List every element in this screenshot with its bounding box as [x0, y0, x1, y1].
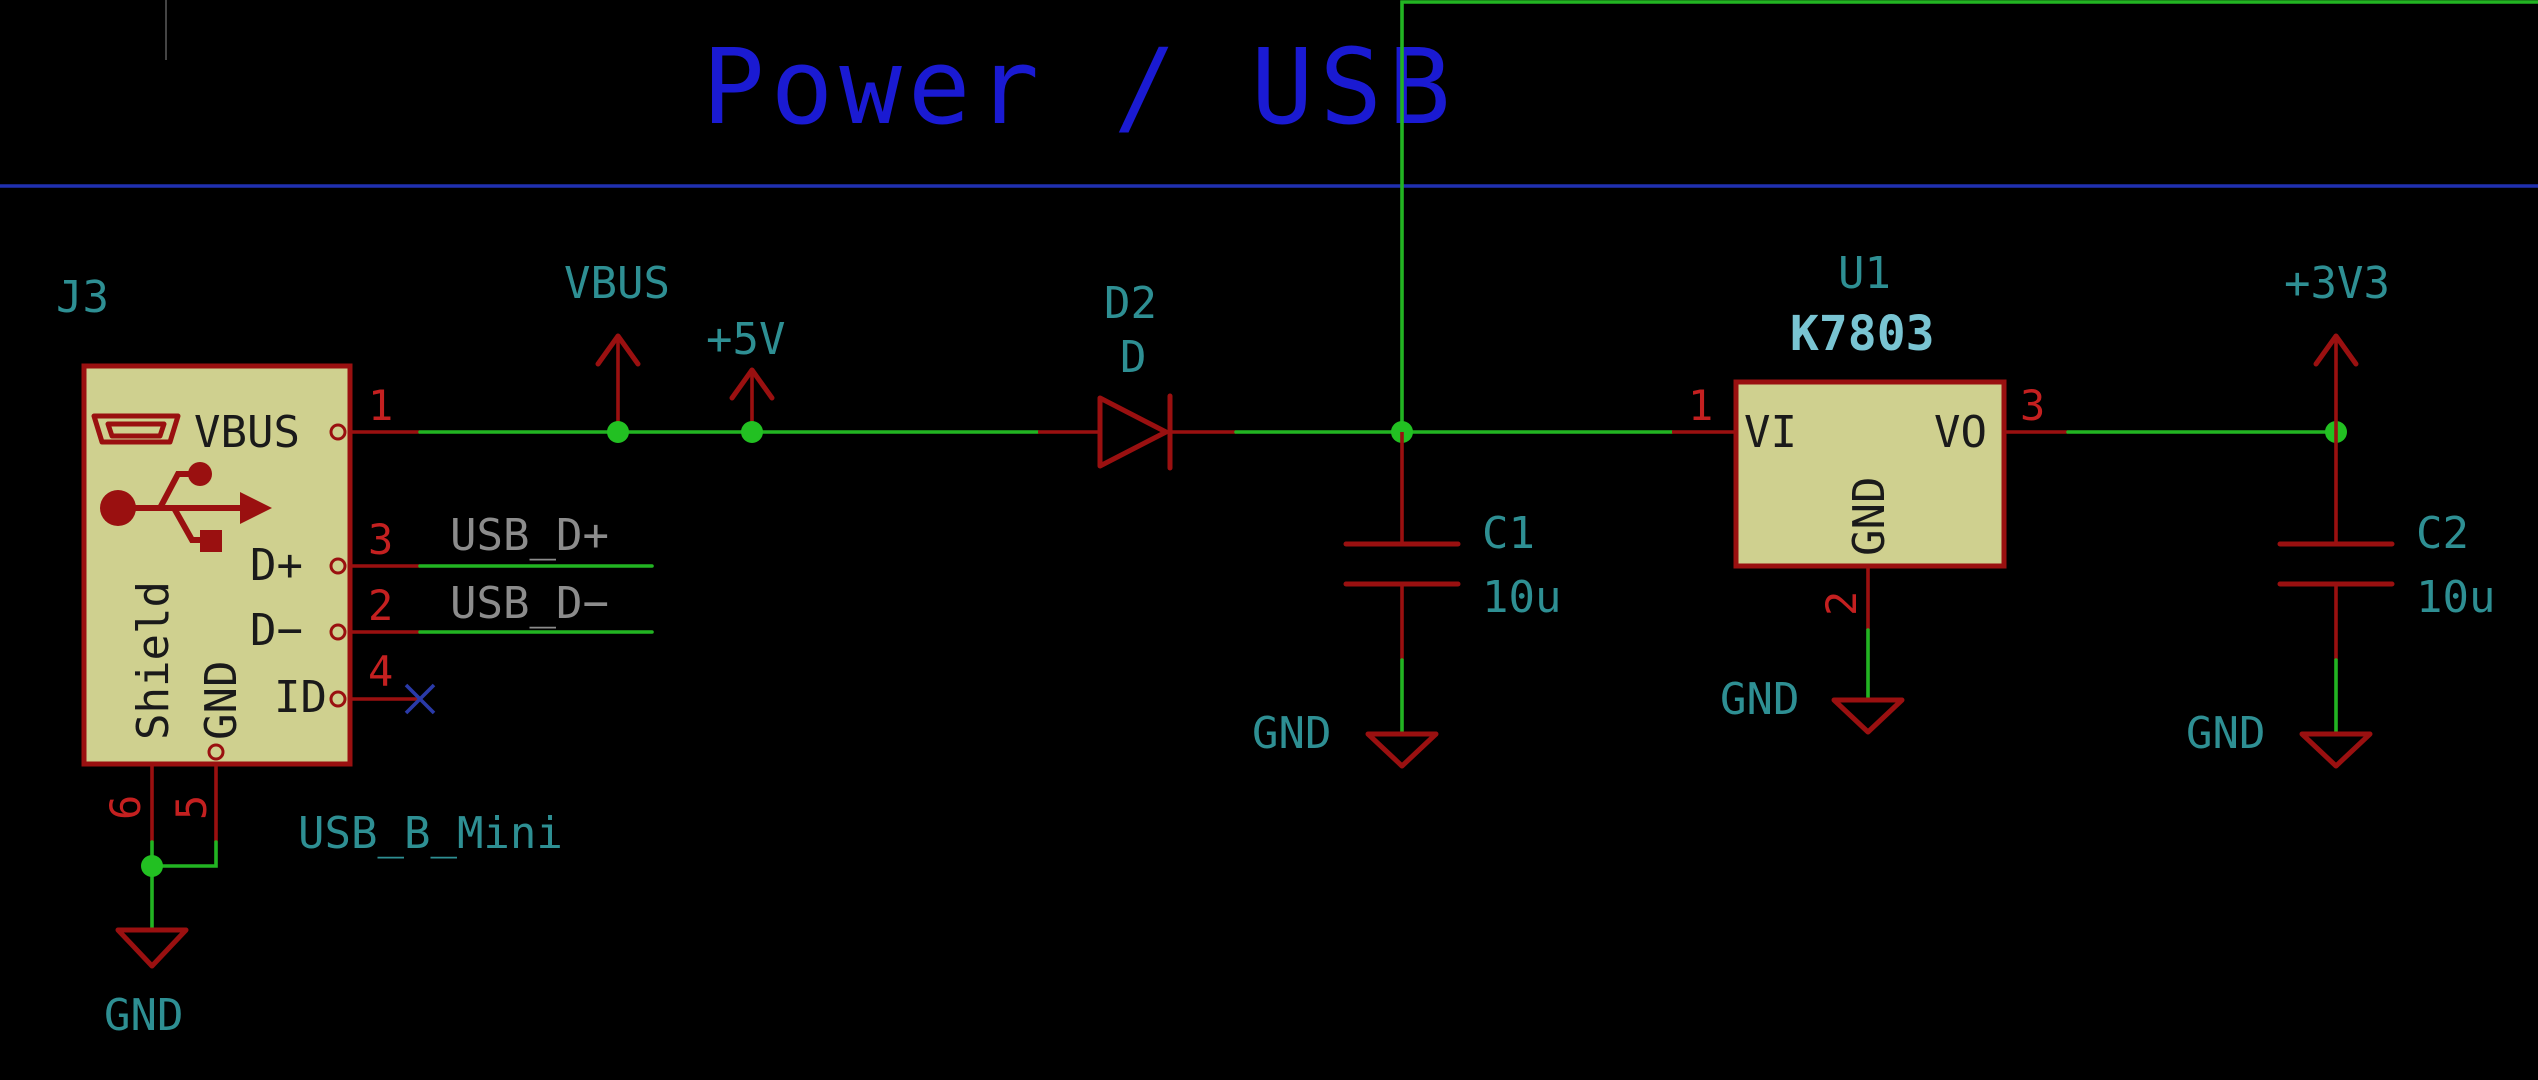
reg-pin-num-vi: 1	[1688, 381, 1713, 430]
gnd-symbol-c1[interactable]: GND	[1252, 708, 1439, 769]
pin-num-id: 4	[368, 647, 393, 696]
cap-c2-value: 10u	[2416, 572, 2495, 623]
gnd-label-c2: GND	[2186, 708, 2265, 759]
gnd-symbol-j3[interactable]: GND	[104, 927, 189, 1041]
pin-name-shield: Shield	[128, 581, 179, 740]
reg-pin-num-gnd: 2	[1817, 591, 1866, 616]
regulator-value: K7803	[1790, 306, 1935, 362]
pin-name-dp: D+	[250, 540, 303, 591]
pin-num-dm: 2	[368, 581, 393, 630]
diode-d2[interactable]: D2 D	[1038, 278, 1236, 471]
power-label-vbus: VBUS	[564, 258, 670, 309]
power-flag-vbus[interactable]: VBUS	[564, 258, 670, 432]
connector-value: USB_B_Mini	[298, 808, 563, 859]
regulator-u1[interactable]: U1 K7803 VI VO GND 1 3 2	[1672, 248, 2068, 630]
wire-shield-gnd	[150, 840, 218, 868]
power-flag-5v[interactable]: +5V	[706, 314, 785, 432]
diode-ref: D2	[1104, 278, 1157, 329]
reg-pin-name-vi: VI	[1744, 407, 1797, 458]
cap-c1-ref: C1	[1482, 508, 1535, 559]
gnd-label-c1: GND	[1252, 708, 1331, 759]
wire-to-sheet	[1400, 0, 2538, 434]
reg-pin-name-gnd: GND	[1844, 477, 1895, 556]
power-label-3v3: +3V3	[2284, 258, 2390, 309]
net-label-usb-dm[interactable]: USB_D−	[450, 578, 609, 629]
pin-dm-end	[329, 623, 347, 641]
gnd-label-u1: GND	[1720, 674, 1799, 725]
power-label-5v: +5V	[706, 314, 785, 365]
gnd-symbol-u1[interactable]: GND	[1720, 674, 1905, 735]
regulator-body	[1733, 379, 2007, 569]
reg-pin-num-vo: 3	[2020, 381, 2045, 430]
no-connect-marker	[404, 683, 436, 715]
gnd-label-j3: GND	[104, 990, 183, 1041]
reg-pin-name-vo: VO	[1934, 407, 1987, 458]
regulator-ref: U1	[1838, 248, 1891, 299]
capacitor-c2[interactable]: C2 10u	[2277, 432, 2495, 660]
connector-j3[interactable]: J3 VBUS D+ D− ID GND Shield	[56, 272, 563, 859]
junction-j3-gnd	[141, 855, 163, 877]
pin-num-vbus: 1	[368, 381, 393, 430]
junction-5v	[741, 421, 763, 443]
pin-dp-end	[329, 557, 347, 575]
pin-num-gnd: 5	[167, 795, 216, 820]
net-label-usb-dp[interactable]: USB_D+	[450, 510, 609, 561]
usb-icon	[100, 462, 272, 552]
pin-name-gnd: GND	[196, 661, 247, 740]
pin-gnd-end	[207, 743, 225, 761]
diode-value: D	[1120, 332, 1147, 383]
capacitor-c1[interactable]: C1 10u	[1343, 432, 1561, 660]
mini-usb-receptacle-icon	[91, 413, 181, 445]
cap-c1-value: 10u	[1482, 572, 1561, 623]
mini-usb-receptacle-inner	[105, 421, 167, 439]
connector-ref: J3	[56, 272, 109, 323]
pin-num-shield: 6	[101, 795, 150, 820]
connector-body	[81, 363, 353, 767]
pin-num-dp: 3	[368, 515, 393, 564]
pin-vbus-end	[329, 423, 347, 441]
pin-name-vbus: VBUS	[194, 407, 300, 458]
power-flag-3v3[interactable]: +3V3	[2284, 258, 2390, 432]
gnd-symbol-c2[interactable]: GND	[2186, 708, 2373, 769]
pin-name-dm: D−	[250, 605, 303, 656]
pin-name-id: ID	[274, 672, 327, 723]
sheet-title: Power / USB	[702, 26, 1457, 148]
pin-id-end	[329, 690, 347, 708]
cap-c2-ref: C2	[2416, 508, 2469, 559]
junction-vbus	[607, 421, 629, 443]
